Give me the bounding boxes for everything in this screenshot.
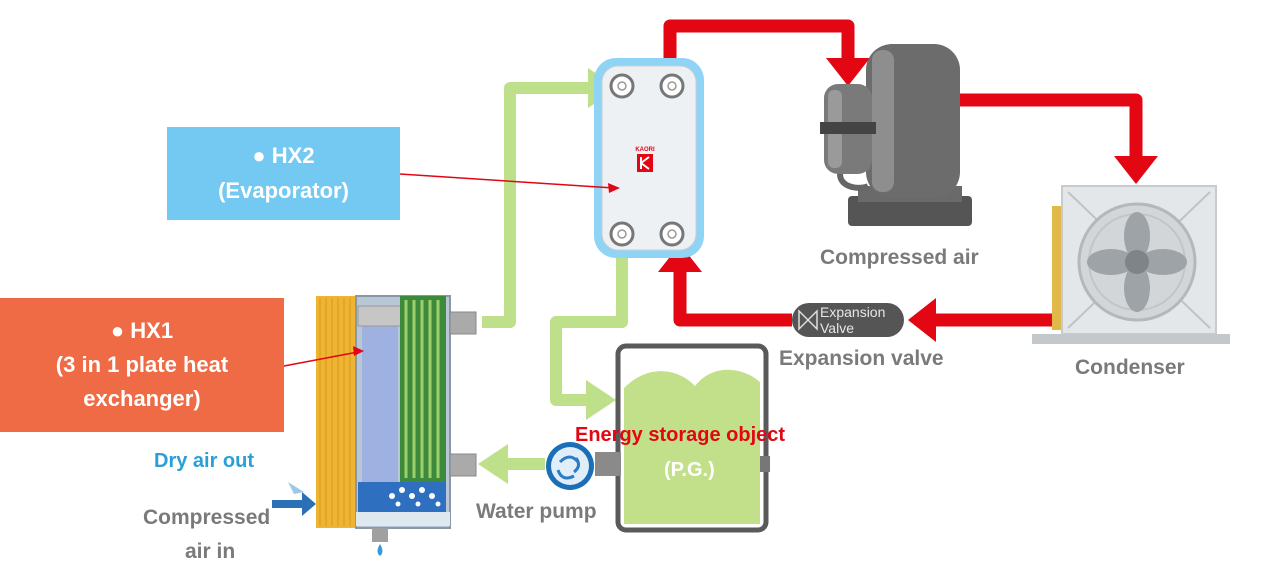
- hx2-pointer-line: [399, 173, 615, 189]
- pg-label: (P.G.): [664, 459, 715, 481]
- water-arrow-tank: [586, 380, 616, 420]
- condenser-label: Condenser: [1075, 356, 1185, 379]
- refrigerant-arrow-condenser: [1114, 156, 1158, 184]
- hx2-subtitle: (Evaporator): [218, 177, 349, 203]
- hx1-callout: ● HX1 (3 in 1 plate heat exchanger): [0, 298, 284, 432]
- compressed-air-in-label-2: air in: [185, 540, 236, 563]
- water-loop: [482, 82, 628, 470]
- water-pump-label: Water pump: [476, 500, 597, 523]
- kaori-logo-icon: [637, 154, 653, 172]
- evaporator-plate: KAORI: [594, 58, 704, 258]
- energy-storage-label: Energy storage object: [575, 424, 786, 446]
- refrigerant-line-to-evaporator: [673, 268, 792, 327]
- water-line-to-tank: [550, 232, 628, 406]
- compressed-air-label: Compressed air: [820, 246, 979, 269]
- hx1-title: ● HX1: [110, 317, 174, 343]
- energy-storage-tank: [615, 343, 770, 533]
- hx1-subtitle-2: exchanger): [83, 386, 201, 412]
- water-pump: [546, 442, 621, 490]
- condenser-unit: [1032, 185, 1230, 344]
- refrigerant-arrow-compressor: [826, 58, 870, 86]
- compressed-air-in-label-1: Compressed: [143, 506, 271, 529]
- refrigerant-line-to-compressor: [663, 19, 855, 88]
- hx1-heat-exchanger: [272, 295, 477, 556]
- hx2-callout: ● HX2 (Evaporator): [167, 127, 400, 220]
- water-line-to-evaporator: [482, 82, 590, 328]
- air-in-arrow-icon: [272, 492, 316, 516]
- expansion-valve-tag: Expansion Valve: [792, 303, 904, 337]
- valve-tag-line2: Valve: [820, 320, 854, 336]
- hx1-pointer-line: [283, 351, 359, 367]
- compressor: [820, 44, 972, 226]
- drain-drop-icon: [377, 544, 383, 556]
- refrigerant-loop: [663, 19, 1143, 327]
- dry-air-out-label: Dry air out: [154, 450, 255, 472]
- valve-tag-line1: Expansion: [820, 304, 885, 320]
- refrigerant-line-to-condenser: [960, 93, 1143, 160]
- evaporator-brand: KAORI: [635, 147, 655, 153]
- water-arrow-hx1: [478, 444, 508, 484]
- hx1-subtitle-1: (3 in 1 plate heat: [55, 351, 229, 377]
- expansion-valve-label: Expansion valve: [779, 347, 944, 370]
- refrigerant-arrow-valve: [908, 298, 936, 342]
- hx2-title: ● HX2: [252, 143, 315, 169]
